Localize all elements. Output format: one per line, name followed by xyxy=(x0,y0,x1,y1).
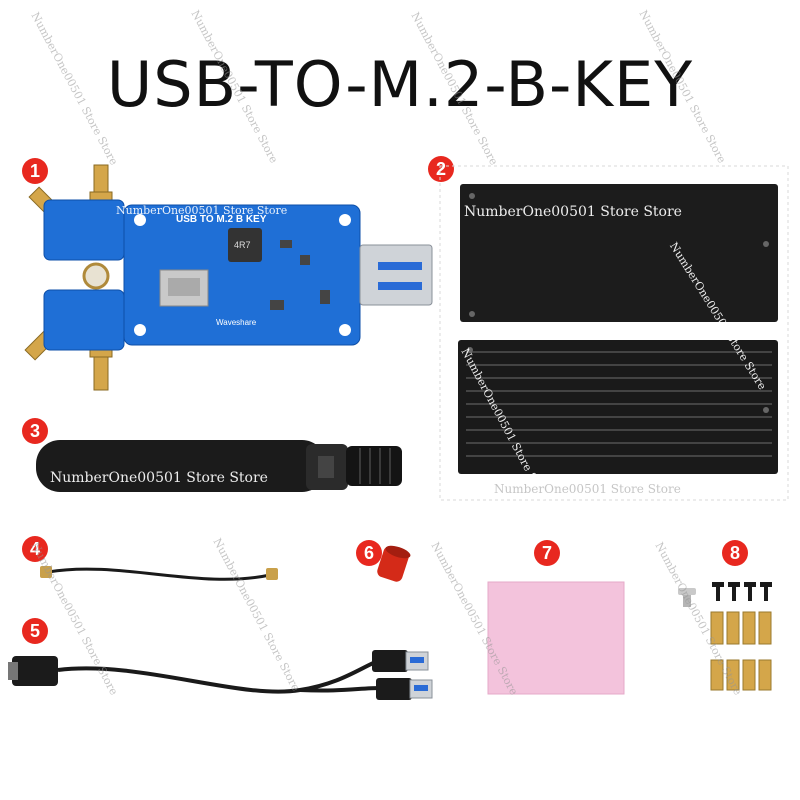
standoffs-long xyxy=(710,611,772,645)
enclosure-heatsink xyxy=(458,340,778,474)
watermark-heatsink-rotated: NumberOne00501 Store Store xyxy=(458,346,551,504)
antenna-breakout-pcb-lower xyxy=(43,289,125,351)
sma-connector-top xyxy=(89,164,113,207)
page-title: USB-TO-M.2-B-KEY xyxy=(106,48,694,121)
badge-1: 1 xyxy=(22,158,48,184)
badge-7: 7 xyxy=(534,540,560,566)
usb-plug-1 xyxy=(372,650,408,672)
badge-3: 3 xyxy=(22,418,48,444)
watermark-diag-5: NumberOne00501 Store Store xyxy=(210,536,303,694)
badge-2: 2 xyxy=(428,156,454,182)
sma-connector-bottom xyxy=(89,342,113,391)
watermark-frame-bottom: NumberOne00501 Store Store xyxy=(494,482,681,496)
watermark-antenna: NumberOne00501 Store Store xyxy=(50,470,268,486)
watermark-lid-rotated: NumberOne00501 Store Store xyxy=(666,240,769,393)
chip-label: 4R7 xyxy=(234,240,251,250)
board-label: USB TO M.2 B KEY xyxy=(176,214,267,225)
watermark-diag-8: NumberOne00501 Store Store xyxy=(28,540,121,698)
board-brand: Waveshare xyxy=(216,318,257,327)
sma-connector-top-left xyxy=(28,186,73,236)
badge-6: 6 xyxy=(356,540,382,566)
watermark-lid: NumberOne00501 Store Store xyxy=(464,204,682,220)
badge-8: 8 xyxy=(722,540,748,566)
usb-plug-2 xyxy=(376,678,412,700)
badge-4: 4 xyxy=(22,536,48,562)
badge-5: 5 xyxy=(22,618,48,644)
usb-female-end xyxy=(12,656,58,686)
watermark-board: NumberOne00501 Store Store xyxy=(116,204,288,217)
screws-black xyxy=(712,582,772,601)
antenna-hinge xyxy=(306,444,348,490)
watermark-diag-6: NumberOne00501 Store Store xyxy=(428,540,521,698)
sim-holder xyxy=(159,269,209,307)
sma-connector-bottom-left xyxy=(24,312,71,361)
usb-plug-metal xyxy=(359,244,433,306)
antenna-breakout-pcb-upper xyxy=(43,199,125,261)
antenna-connector xyxy=(346,446,402,486)
